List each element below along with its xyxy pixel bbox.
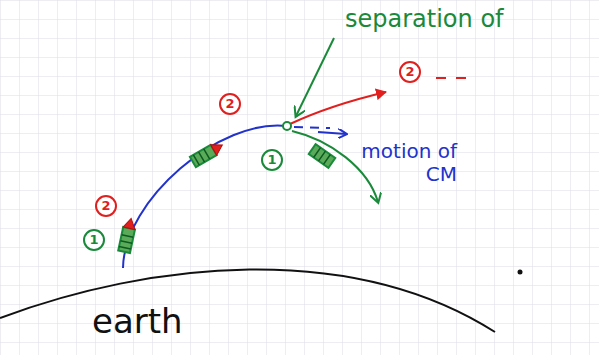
annotation: earth (92, 302, 183, 341)
rocket (118, 217, 137, 253)
callout-number: 2 (95, 195, 117, 217)
annotation: motion of CM (352, 140, 457, 186)
rocket (190, 140, 225, 167)
dot (518, 270, 523, 275)
callout-number: 1 (83, 229, 105, 251)
callout-number: 1 (261, 149, 283, 171)
spent-stage (309, 144, 336, 168)
trajectory (123, 125, 287, 268)
cm-arrow (318, 132, 346, 134)
cm-dashes (294, 127, 330, 128)
callout-number: 2 (399, 61, 421, 83)
annotation: separation of (345, 6, 504, 34)
earth-surface (0, 269, 495, 332)
leader-arrow (296, 38, 334, 116)
callout-number: 2 (219, 93, 241, 115)
separation-point (283, 122, 291, 130)
stage2-dashes (436, 77, 466, 79)
